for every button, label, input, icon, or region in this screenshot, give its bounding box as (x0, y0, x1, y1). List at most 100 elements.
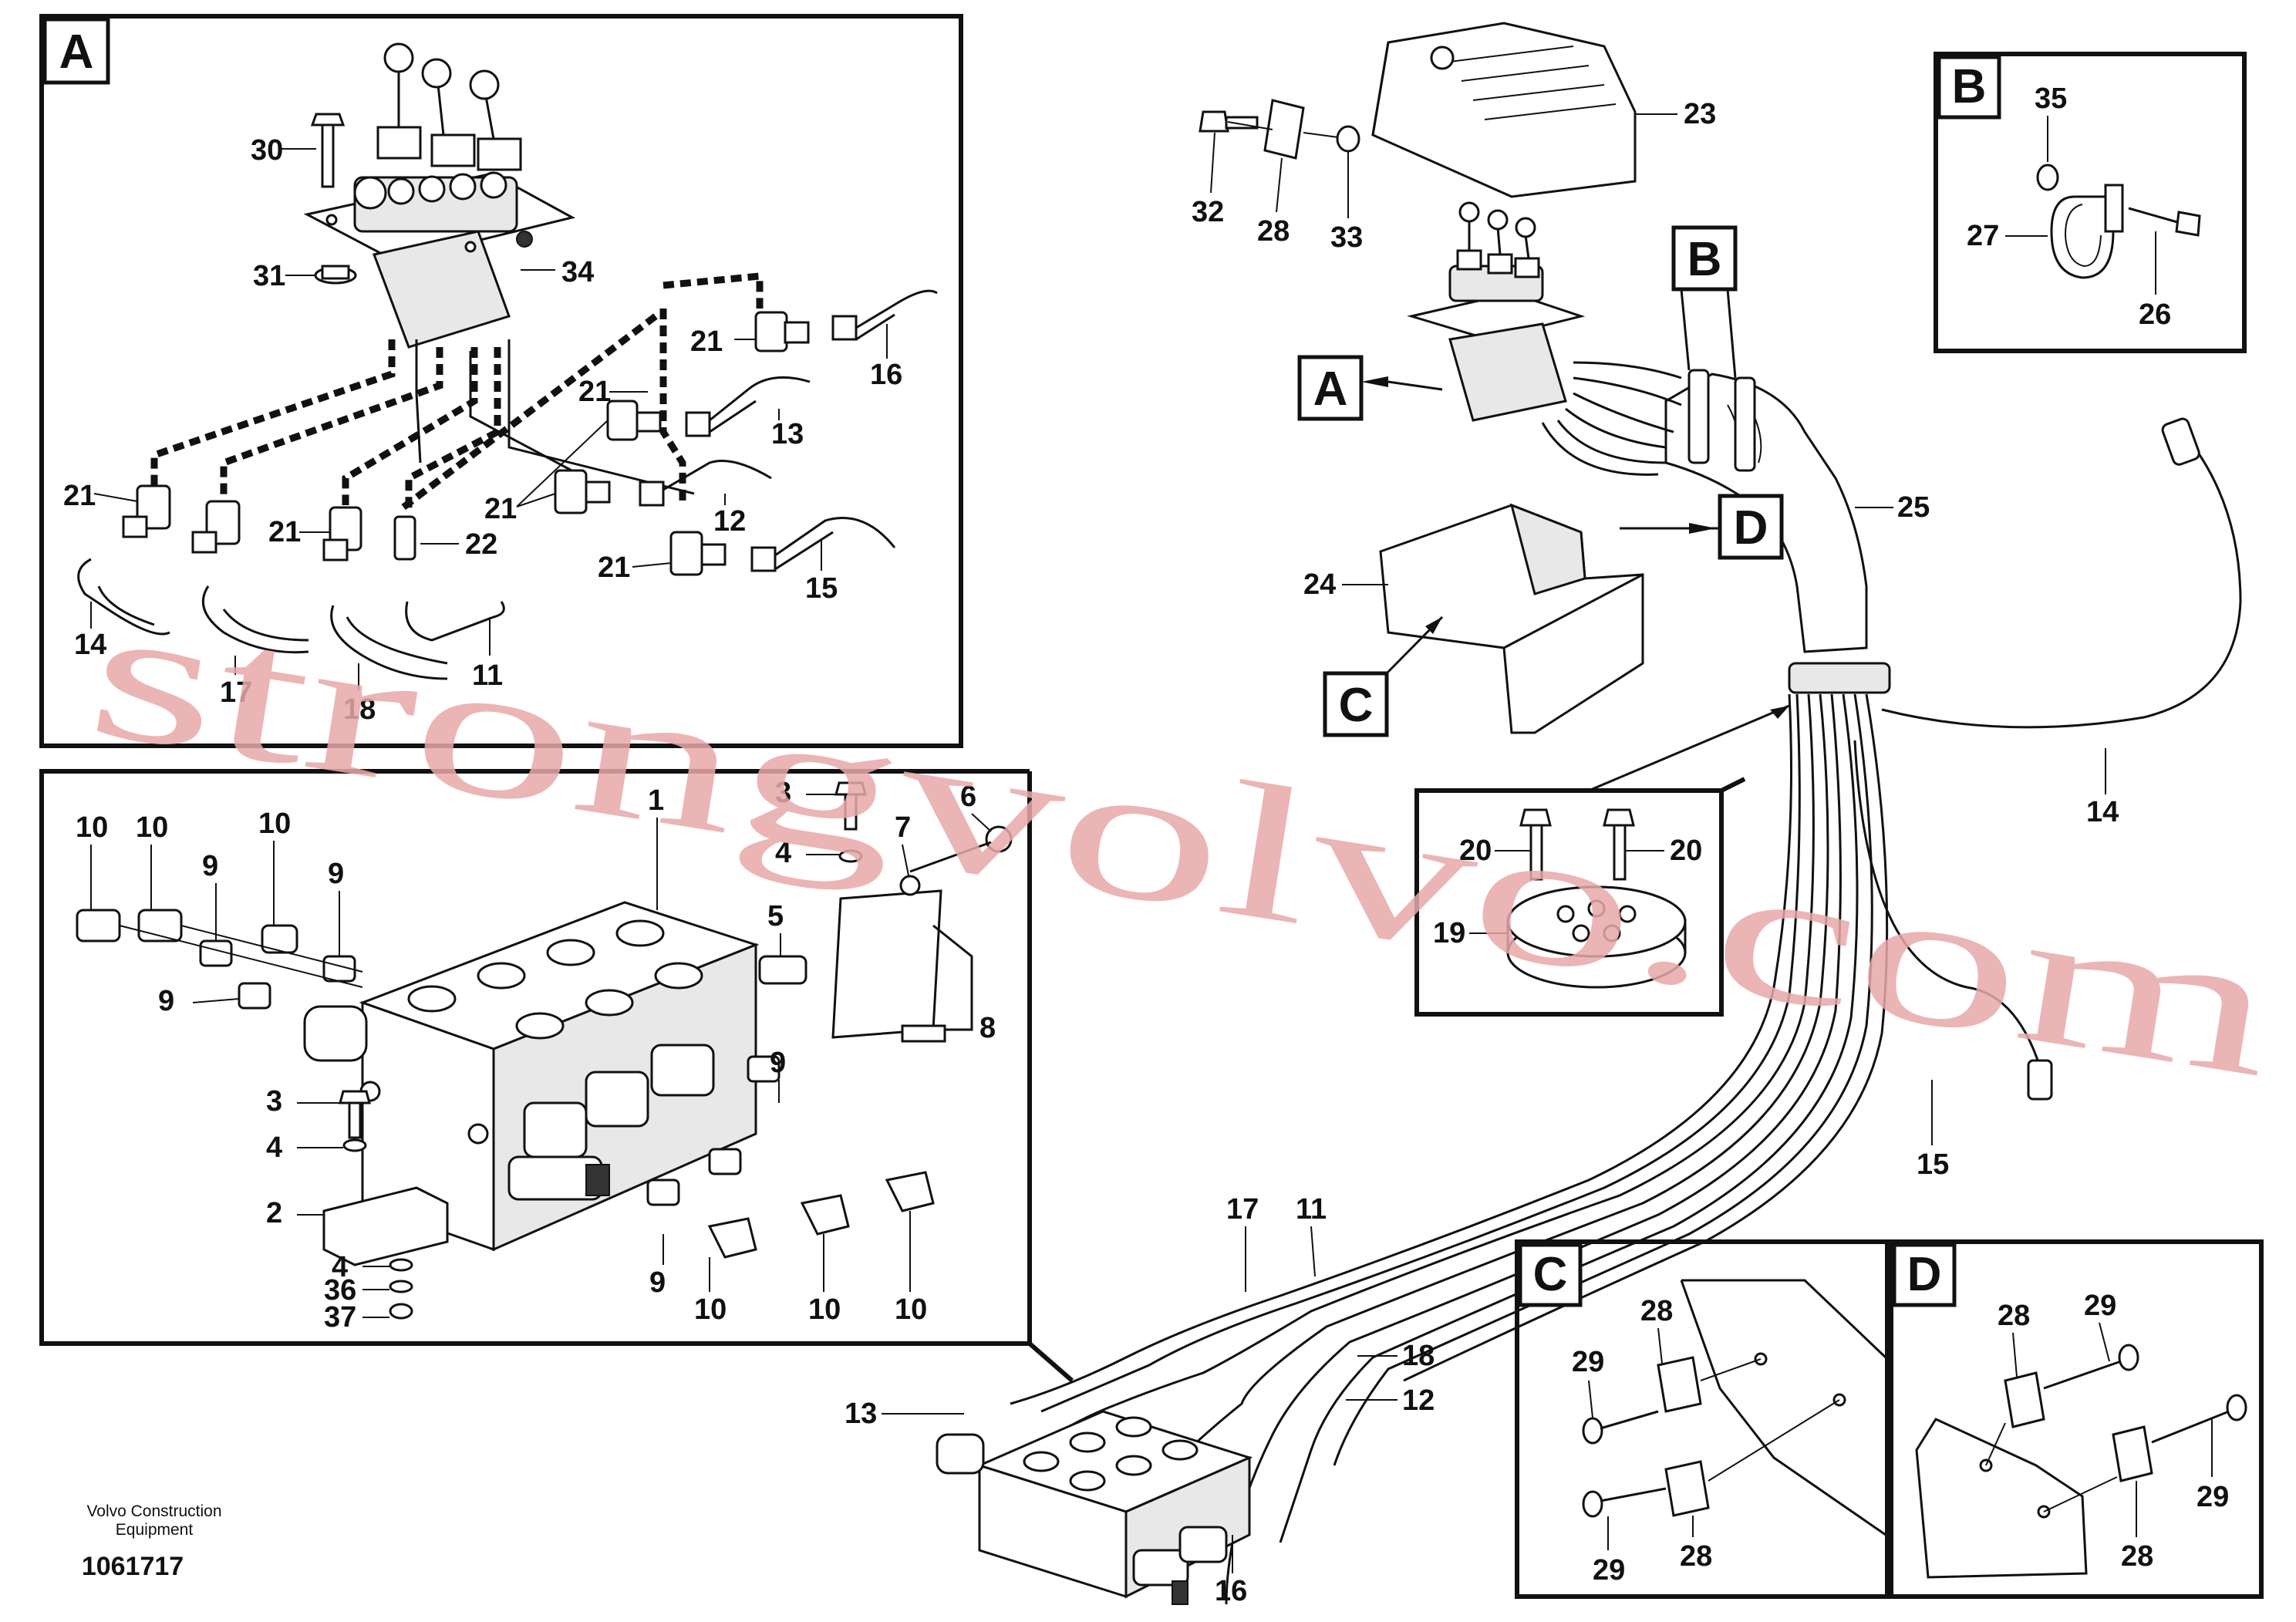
callout: 7 (895, 811, 911, 844)
detail-view-c: C 28 29 29 28 (1515, 1239, 1890, 1599)
callout: 9 (770, 1047, 786, 1079)
callout: 4 (332, 1251, 348, 1283)
spacer-5 (758, 955, 807, 985)
bolts-20 (1519, 808, 1635, 881)
callout: 33 (1330, 221, 1363, 254)
callout: 13 (845, 1398, 877, 1430)
shield-panel-d (1915, 1418, 2088, 1579)
view-a-callouts: 30 31 34 21 16 21 13 21 21 21 22 21 12 (63, 134, 902, 726)
bracket-8 (831, 889, 973, 1043)
callout: 21 (598, 551, 630, 584)
bolt-32 (1199, 110, 1259, 133)
callout: 18 (1402, 1340, 1435, 1372)
callout: 12 (1402, 1384, 1435, 1417)
callout: 28 (1640, 1295, 1673, 1327)
callout: 9 (202, 850, 218, 882)
callout: 8 (979, 1012, 996, 1044)
washer-35 (2036, 164, 2059, 191)
callout: 4 (266, 1131, 282, 1164)
callout: 21 (578, 376, 611, 408)
clamp-27 (2050, 184, 2124, 279)
view-a-letter: A (59, 25, 94, 79)
callout: 16 (870, 359, 902, 391)
main-callouts: 32 28 33 23 25 24 14 15 17 11 18 12 13 (845, 98, 2119, 1607)
callout: 5 (767, 900, 784, 932)
callout: 14 (2086, 796, 2119, 828)
pointer-letter-b: B (1687, 233, 1722, 286)
callout: 25 (1897, 491, 1930, 524)
pointer-letter-c: C (1339, 679, 1374, 732)
callout: 26 (2139, 298, 2171, 331)
callout: 10 (694, 1293, 727, 1326)
callout: 3 (775, 777, 791, 809)
shield-panel-c (1680, 1279, 1887, 1536)
callout: 21 (63, 480, 96, 512)
detail-view-b: B 35 27 26 (1934, 52, 2247, 353)
callout: 28 (1257, 215, 1290, 248)
callout: 22 (465, 528, 497, 561)
callout: 10 (808, 1293, 841, 1326)
callout: 35 (2035, 83, 2067, 115)
servo-control-unit (303, 42, 576, 349)
callout: 30 (251, 134, 283, 167)
main-assembly: A B D C 32 28 33 23 25 (845, 22, 2242, 1607)
callout: 10 (258, 808, 291, 840)
clips-28 (1657, 1356, 1840, 1517)
view-b-letter: B (1952, 60, 1987, 113)
callout: 24 (1303, 568, 1336, 601)
callout: 21 (690, 325, 723, 358)
callout: 9 (328, 858, 344, 890)
callout: 13 (771, 418, 804, 450)
bracket-2 (322, 1090, 449, 1320)
callout: 23 (1684, 98, 1716, 130)
bolt-26 (2128, 207, 2201, 237)
detail-view-d: D 28 29 29 28 (1889, 1239, 2264, 1599)
pointer-letter-d: D (1734, 501, 1768, 555)
callout: 20 (1459, 835, 1492, 867)
callout: 9 (158, 985, 174, 1017)
callout: 4 (775, 837, 791, 869)
callout: 29 (1593, 1554, 1625, 1587)
callout: 14 (74, 629, 106, 661)
callout: 9 (649, 1266, 666, 1299)
callout: 16 (1215, 1575, 1247, 1607)
view-d-letter: D (1907, 1248, 1942, 1301)
servo-unit-main (1407, 201, 1586, 422)
callout: 19 (1433, 917, 1465, 949)
washer-33 (1336, 125, 1360, 153)
callout: 2 (266, 1197, 282, 1229)
valve-callouts: 10 10 10 9 9 9 1 3 4 7 6 5 8 9 (76, 777, 996, 1334)
main-control-valve (936, 1410, 1253, 1605)
detail-view-flange: 20 20 19 (1414, 704, 1790, 1017)
detail-view-a: A (39, 14, 963, 748)
callout: 29 (2084, 1290, 2116, 1322)
elbows-10 (646, 1055, 935, 1259)
fittings-9-10 (76, 909, 363, 1010)
callout: 6 (960, 781, 976, 813)
callout: 27 (1967, 220, 1999, 252)
callout: 29 (1572, 1346, 1604, 1378)
screws-29-d (2043, 1344, 2247, 1444)
callout: 10 (895, 1293, 927, 1326)
callout: 28 (2121, 1540, 2153, 1573)
callout: 29 (2197, 1481, 2229, 1513)
callout: 31 (253, 260, 285, 292)
flange-19 (1506, 885, 1687, 989)
footer: Volvo Construction Equipment 1061717 (82, 1502, 222, 1581)
nipple-22 (393, 515, 416, 561)
view-pointers: A B D C (1297, 225, 1784, 737)
plate-28 (1263, 99, 1305, 160)
callout: 3 (266, 1085, 282, 1118)
callout: 12 (713, 505, 746, 538)
callout: 34 (561, 256, 594, 288)
callout: 21 (484, 493, 517, 525)
callout: 21 (268, 516, 301, 548)
callout: 17 (1226, 1193, 1259, 1226)
callout: 15 (805, 572, 838, 605)
bolt-30 (310, 113, 346, 188)
bolt-3 (834, 781, 867, 863)
company-name-line1: Volvo Construction (86, 1502, 221, 1520)
callout: 17 (220, 676, 252, 709)
callout: 32 (1192, 196, 1224, 228)
fitting-21-group (122, 311, 810, 576)
